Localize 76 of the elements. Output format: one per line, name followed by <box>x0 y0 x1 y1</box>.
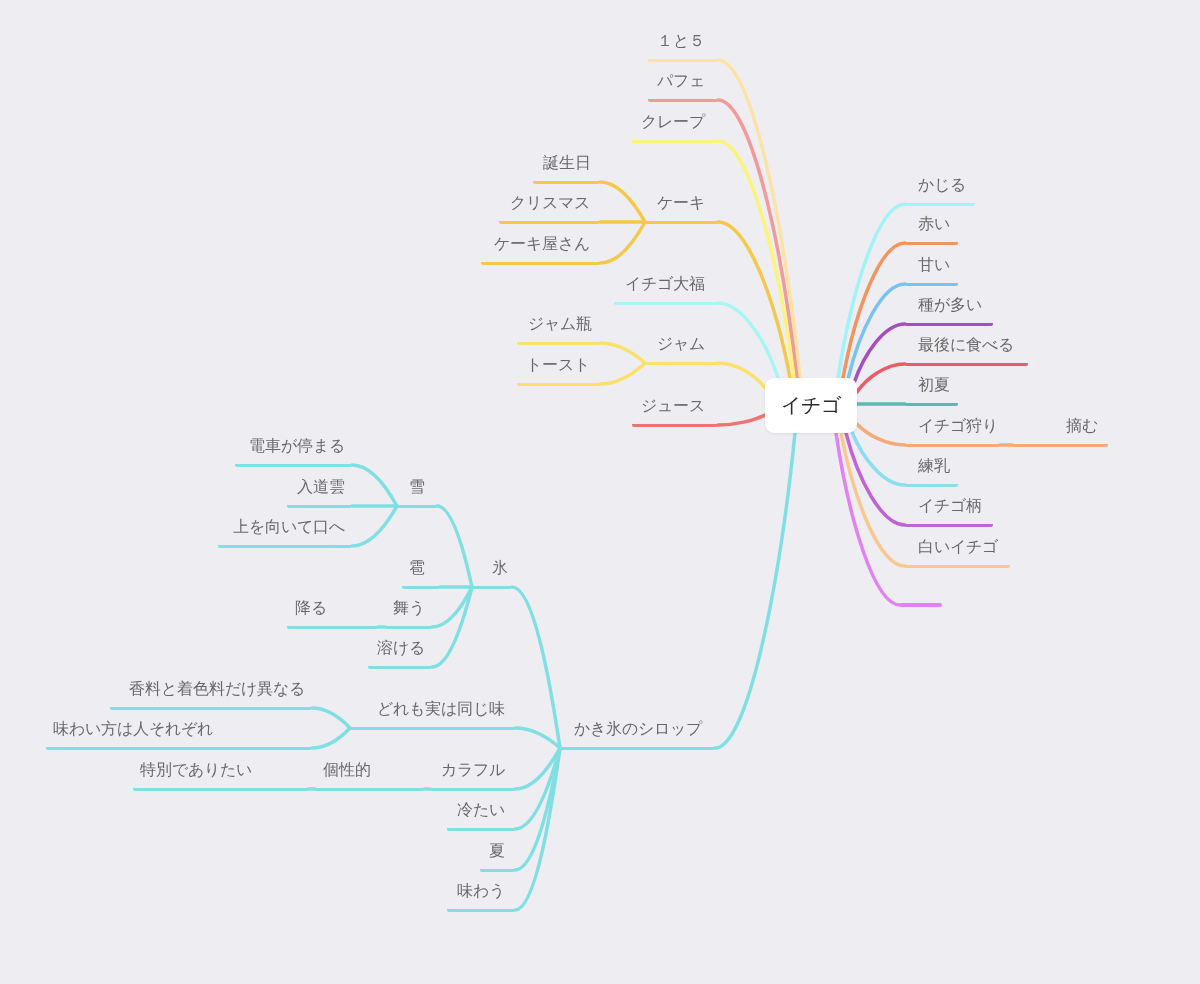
branch-line <box>598 220 647 224</box>
topic-label: 雪 <box>397 476 437 508</box>
branch-line <box>598 361 647 386</box>
branch-line <box>350 504 399 508</box>
branch-line <box>422 787 432 791</box>
topic-label: トースト <box>517 354 600 386</box>
branch-line <box>310 726 352 750</box>
topic-label: イチゴ大福 <box>614 273 718 305</box>
branch-line <box>716 413 767 427</box>
topic-label: イチゴ狩り <box>905 415 1000 447</box>
topic-label: 特別でありたい <box>133 759 308 791</box>
branch-line <box>716 220 792 380</box>
topic-label: 入道雲 <box>287 476 352 508</box>
branch-line <box>598 220 647 265</box>
topic-label: 上を向いて口へ <box>218 516 352 548</box>
topic-label: どれも実は同じ味 <box>350 698 515 730</box>
branch-line <box>438 585 474 589</box>
topic-label: 味わい方は人それぞれ <box>46 718 312 750</box>
branch-line <box>839 431 907 568</box>
central-topic-box: イチゴ <box>765 378 857 433</box>
topic-label: 白いイチゴ <box>905 536 1010 568</box>
topic-label: クレープ <box>632 111 718 143</box>
topic-label: かじる <box>905 174 975 206</box>
branch-line <box>846 282 907 381</box>
empty-topic-line <box>900 603 942 607</box>
topic-label: ジャム瓶 <box>517 313 600 345</box>
topic-label: パフェ <box>648 70 718 102</box>
branch-line <box>306 787 317 791</box>
topic-label: 摘む <box>1012 415 1108 447</box>
branch-line <box>716 139 796 380</box>
topic-label: 舞う <box>385 597 432 629</box>
topic-label: ケーキ <box>645 192 718 224</box>
branch-line <box>716 301 780 380</box>
branch-line <box>716 361 767 390</box>
topic-label: 甘い <box>905 254 958 286</box>
topic-label: ジュース <box>632 395 718 427</box>
topic-label: 溶ける <box>368 637 432 669</box>
topic-label: ジャム <box>645 333 718 365</box>
topic-label: 降る <box>287 597 378 629</box>
branch-line <box>598 341 647 365</box>
branch-line <box>376 625 387 629</box>
topic-label: 初夏 <box>905 374 958 406</box>
branch-line <box>850 430 907 487</box>
topic-label: 氷 <box>472 557 512 589</box>
topic-label: 個性的 <box>315 759 424 791</box>
topic-label: 雹 <box>402 557 440 589</box>
branch-line <box>855 422 907 447</box>
branch-line <box>713 431 797 750</box>
topic-label: 練乳 <box>905 455 958 487</box>
topic-label: １と５ <box>648 30 718 62</box>
topic-label: 冷たい <box>447 799 515 831</box>
branch-line <box>716 58 802 380</box>
branch-line <box>841 241 907 380</box>
topic-label: 最後に食べる <box>905 334 1028 366</box>
topic-label: イチゴ柄 <box>905 495 993 527</box>
branch-line <box>716 98 799 380</box>
topic-label: 味わう <box>447 880 515 912</box>
topic-label: ケーキ屋さん <box>481 233 600 265</box>
branch-line <box>844 431 907 527</box>
topic-label: 電車が停まる <box>235 435 352 467</box>
topic-label: クリスマス <box>499 192 600 224</box>
topic-label: カラフル <box>430 759 515 791</box>
branch-line <box>510 585 562 750</box>
branch-line <box>998 443 1014 447</box>
topic-label: 夏 <box>480 840 515 872</box>
topic-label: 赤い <box>905 213 958 245</box>
branch-line <box>836 202 907 380</box>
topic-label: 香料と着色料だけ異なる <box>110 678 312 710</box>
branch-line <box>310 706 352 730</box>
branch-line <box>855 402 907 406</box>
topic-label: かき氷のシロップ <box>560 718 715 750</box>
branch-line <box>350 504 399 548</box>
branch-line <box>834 431 902 607</box>
topic-label: 種が多い <box>905 294 993 326</box>
branch-line <box>855 362 907 394</box>
topic-label: 誕生日 <box>533 152 600 184</box>
